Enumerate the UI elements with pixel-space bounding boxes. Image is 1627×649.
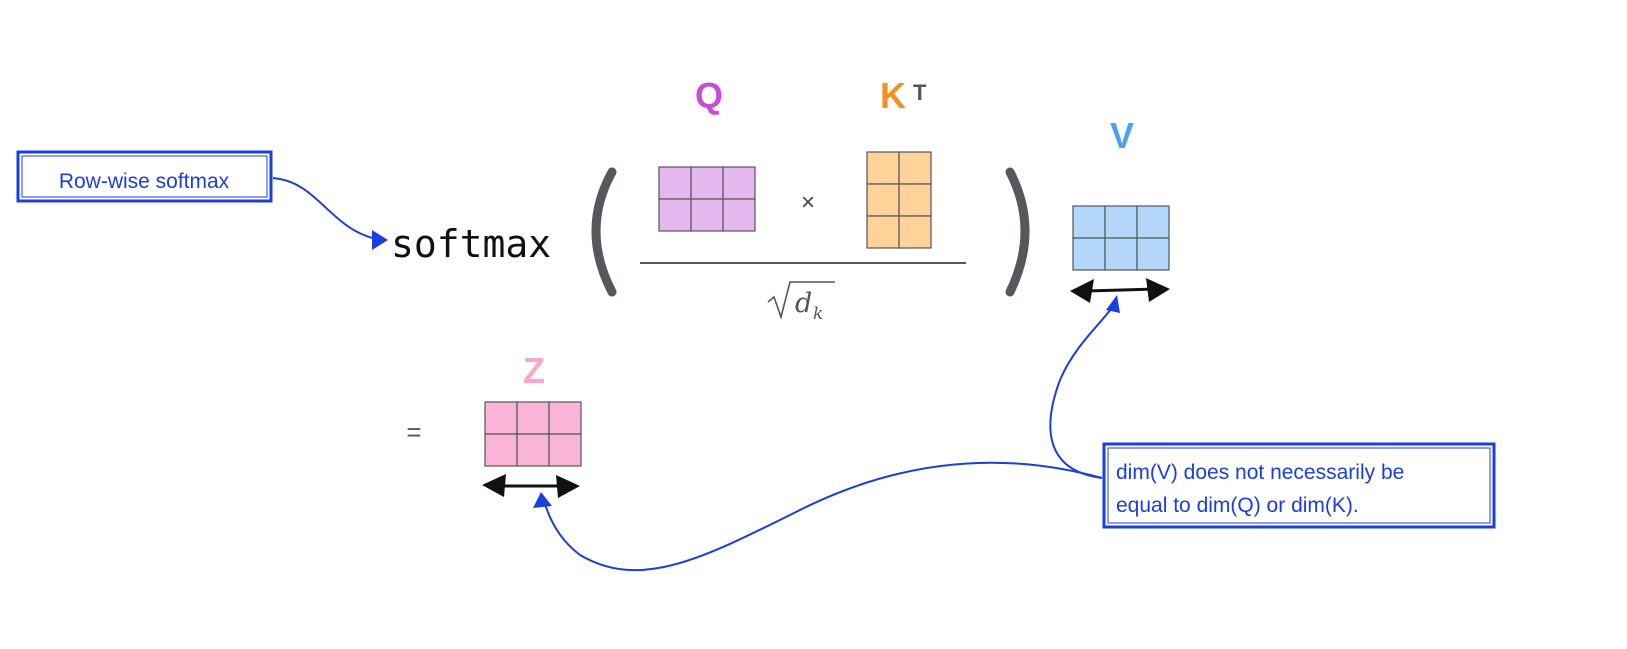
q-matrix-cell: [658, 166, 692, 200]
v-matrix-cell: [1104, 237, 1138, 271]
z-matrix-cell: [516, 433, 550, 467]
k-transpose-matrix-cell: [898, 151, 932, 185]
dim-note-arrowhead-v: [1106, 295, 1120, 313]
z-dimension-right-head: [556, 475, 580, 498]
k-transpose-matrix-cell: [866, 183, 900, 217]
v-dimension-line: [1085, 287, 1157, 293]
q-matrix-cell: [722, 198, 756, 232]
softmax-note: Row-wise softmax: [16, 150, 273, 203]
sqrt-dk: d k: [767, 281, 835, 324]
z-matrix-cell: [548, 401, 582, 435]
k-transpose-matrix-cell: [898, 183, 932, 217]
v-dimension-arrow: [1070, 278, 1170, 303]
k-transpose-matrix-cell: [866, 215, 900, 249]
k-transpose-matrix: [866, 151, 932, 249]
dim-note-arrow-to-v: [1049, 304, 1115, 479]
z-matrix-cell: [516, 401, 550, 435]
k-subscript: k: [813, 304, 823, 324]
softmax-note-box-inner: [21, 155, 268, 198]
k-transpose-matrix-cell: [866, 151, 900, 185]
q-label: Q: [695, 75, 723, 116]
dim-note-line-1: dim(V) does not necessarily be: [1116, 461, 1404, 484]
dim-note-box: [1102, 442, 1496, 529]
times-symbol: ×: [801, 189, 815, 216]
dim-note-arrow-to-z: [544, 461, 1103, 572]
v-matrix-cell: [1104, 205, 1138, 239]
q-matrix-cell: [690, 198, 724, 232]
z-label: Z: [523, 350, 545, 391]
dim-note-box-inner: [1107, 447, 1491, 524]
softmax-note-arrow: [272, 177, 383, 241]
k-label: K: [880, 75, 906, 116]
v-matrix-cell: [1136, 237, 1170, 271]
v-matrix: [1072, 205, 1170, 271]
z-matrix-cell: [548, 433, 582, 467]
d-symbol: d: [795, 288, 812, 319]
dim-note: dim(V) does not necessarily be equal to …: [1102, 442, 1496, 529]
z-matrix-cell: [484, 433, 518, 467]
v-matrix-cell: [1136, 205, 1170, 239]
softmax-note-box: [16, 150, 273, 203]
z-matrix: [484, 401, 582, 467]
v-matrix-cell: [1072, 205, 1106, 239]
z-dimension-arrow: [482, 474, 580, 498]
left-parenthesis: [591, 167, 617, 297]
v-matrix-cell: [1072, 237, 1106, 271]
softmax-note-arrowhead: [372, 230, 388, 250]
k-transpose-superscript: T: [913, 80, 927, 105]
softmax-label: softmax: [391, 222, 551, 266]
v-dimension-left-head: [1070, 279, 1094, 303]
z-matrix-cell: [484, 401, 518, 435]
dim-note-line-2: equal to dim(Q) or dim(K).: [1116, 494, 1359, 517]
sqrt-symbol: [767, 281, 835, 320]
q-matrix-cell: [722, 166, 756, 200]
softmax-note-text: Row-wise softmax: [59, 170, 230, 193]
k-transpose-matrix-cell: [898, 215, 932, 249]
v-label: V: [1110, 115, 1134, 156]
dim-note-arrowhead-z: [533, 492, 552, 508]
right-parenthesis: [1005, 167, 1030, 297]
v-dimension-right-head: [1146, 278, 1170, 302]
equals-symbol: =: [406, 417, 421, 447]
q-matrix-cell: [658, 198, 692, 232]
q-matrix: [658, 166, 756, 232]
q-matrix-cell: [690, 166, 724, 200]
z-dimension-left-head: [482, 474, 506, 497]
